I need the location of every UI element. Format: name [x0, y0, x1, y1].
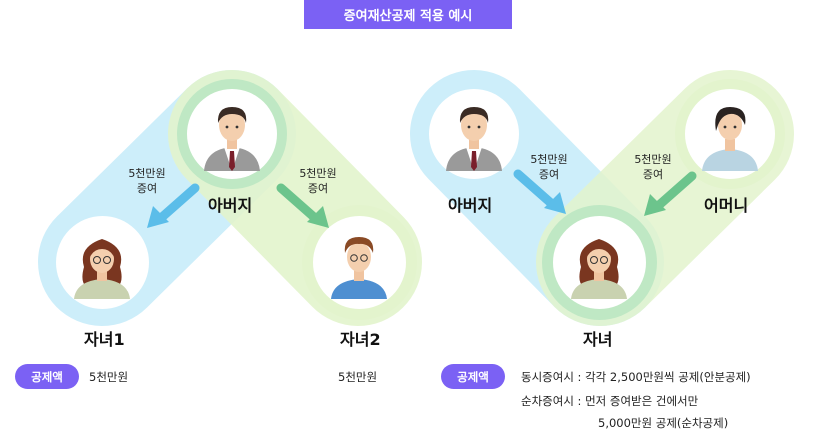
right-line2: 순차증여시 : 먼저 증여받은 건에서만: [521, 394, 699, 408]
left-gift2-text: 5천만원 증여: [293, 166, 343, 196]
right-gift-arrow-green-icon: [644, 171, 697, 216]
left-child2-amount: 5천만원: [338, 370, 378, 384]
left-gift1-amount: 5천만원: [128, 167, 166, 180]
left-gift2-verb: 증여: [307, 182, 329, 195]
left-child2-label: 자녀2: [340, 330, 381, 349]
right-gift1-text: 5천만원 증여: [524, 152, 574, 182]
left-gift2-amount: 5천만원: [299, 167, 337, 180]
right-deduction-badge: 공제액: [441, 364, 505, 389]
left-gift1-text: 5천만원 증여: [122, 166, 172, 196]
right-gift-arrow-blue-icon: [513, 169, 566, 214]
left-gift1-verb: 증여: [136, 182, 158, 195]
right-gift1-amount: 5천만원: [530, 153, 568, 166]
son-avatar-icon: [331, 237, 387, 299]
left-father-label: 아버지: [208, 196, 253, 215]
right-line1: 동시증여시 : 각각 2,500만원씩 공제(안분공제): [521, 370, 751, 384]
right-line3: 5,000만원 공제(순차공제): [598, 416, 729, 430]
daughter-avatar-icon: [571, 239, 627, 299]
right-mother-label: 어머니: [704, 196, 749, 215]
daughter-avatar-icon: [74, 239, 130, 299]
left-gift-arrow-green-icon: [276, 183, 329, 228]
right-gift2-amount: 5천만원: [634, 153, 672, 166]
left-deduction-badge: 공제액: [15, 364, 79, 389]
left-child1-amount: 5천만원: [89, 370, 129, 384]
father-avatar-icon: [204, 107, 260, 171]
right-gift2-text: 5천만원 증여: [628, 152, 678, 182]
mother-avatar-icon: [702, 107, 758, 171]
right-child-label: 자녀: [583, 330, 613, 349]
page-title: 증여재산공제 적용 예시: [304, 0, 512, 29]
right-father-label: 아버지: [448, 196, 493, 215]
right-gift2-verb: 증여: [642, 168, 664, 181]
left-gift-arrow-blue-icon: [147, 183, 200, 228]
right-gift1-verb: 증여: [538, 168, 560, 181]
left-child1-label: 자녀1: [84, 330, 125, 349]
father-avatar-icon: [446, 107, 502, 171]
